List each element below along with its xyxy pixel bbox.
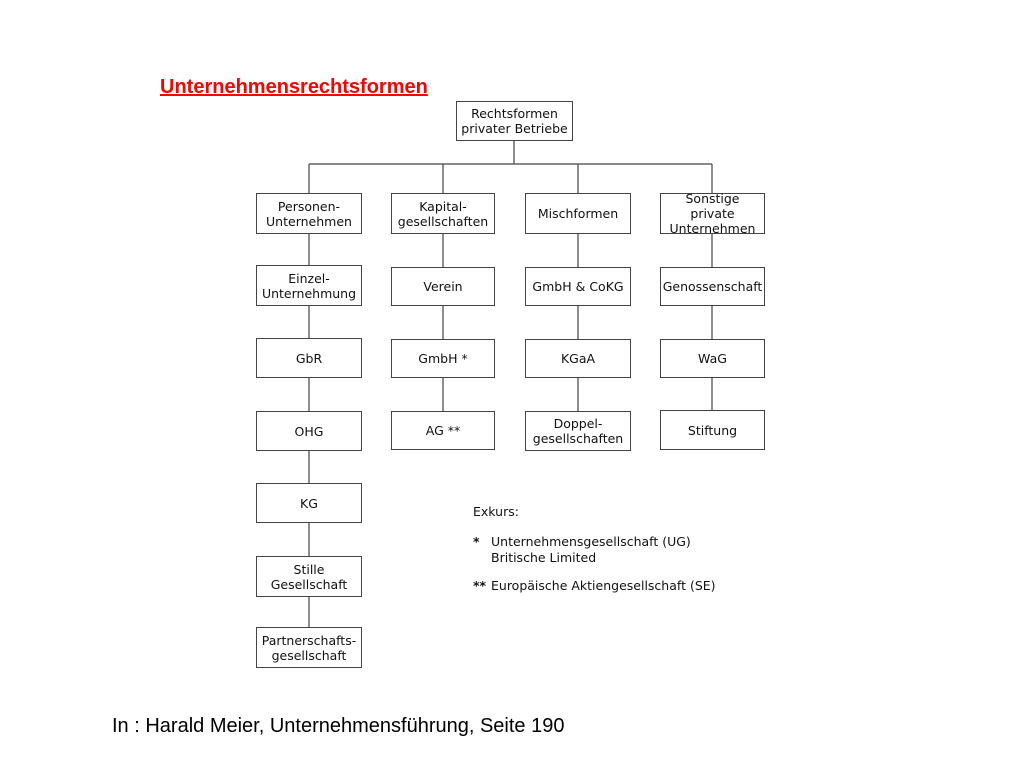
footnote-item: * Unternehmensgesellschaft (UG) Britisch… bbox=[473, 534, 716, 566]
legal-form-label: Verein bbox=[423, 279, 463, 294]
category-label: Sonstige private Unternehmen bbox=[669, 191, 756, 236]
root-node: Rechtsformen privater Betriebe bbox=[456, 101, 573, 141]
footnote-item: ** Europäische Aktiengesellschaft (SE) bbox=[473, 578, 716, 594]
legal-form-label: GmbH & CoKG bbox=[532, 279, 624, 294]
legal-form-node: WaG bbox=[660, 339, 765, 378]
category-label: Mischformen bbox=[537, 206, 619, 221]
page-title: Unternehmensrechtsformen bbox=[160, 76, 428, 98]
legal-form-label: Stiftung bbox=[687, 422, 738, 438]
source-citation: In : Harald Meier, Unternehmensführung, … bbox=[112, 715, 565, 737]
category-label: Personen- Unternehmen bbox=[266, 198, 352, 229]
exkurs-notes: Exkurs: * Unternehmensgesellschaft (UG) … bbox=[473, 504, 716, 594]
category-node-mischformen: Mischformen bbox=[525, 193, 631, 234]
legal-form-label: Partnerschafts- gesellschaft bbox=[261, 632, 357, 663]
legal-form-label: Einzel- Unternehmung bbox=[261, 270, 357, 301]
root-node-label: Rechtsformen privater Betriebe bbox=[461, 106, 568, 136]
legal-form-label: AG ** bbox=[425, 423, 461, 438]
legal-form-node: KGaA bbox=[525, 339, 631, 378]
category-node-personenunternehmen: Personen- Unternehmen bbox=[256, 193, 362, 234]
legal-form-node: GmbH & CoKG bbox=[525, 267, 631, 306]
legal-form-node: KG bbox=[256, 483, 362, 523]
footnote-mark: ** bbox=[473, 578, 487, 593]
legal-form-node: OHG bbox=[256, 411, 362, 451]
legal-form-label: OHG bbox=[294, 423, 324, 439]
legal-form-node: AG ** bbox=[391, 411, 495, 450]
footnote-text: Europäische Aktiengesellschaft (SE) bbox=[491, 578, 716, 593]
legal-form-node: Doppel- gesellschaften bbox=[525, 411, 631, 451]
exkurs-heading: Exkurs: bbox=[473, 504, 519, 519]
legal-form-node: Stille Gesellschaft bbox=[256, 556, 362, 597]
footnote-mark: * bbox=[473, 534, 480, 549]
legal-form-node: Genossenschaft bbox=[660, 267, 765, 306]
legal-form-label: GbR bbox=[295, 350, 323, 366]
legal-form-node: Einzel- Unternehmung bbox=[256, 265, 362, 306]
category-node-kapitalgesellschaften: Kapital- gesellschaften bbox=[391, 193, 495, 234]
legal-form-node: Partnerschafts- gesellschaft bbox=[256, 627, 362, 668]
legal-form-label: Genossenschaft bbox=[662, 279, 763, 294]
footnote-text: Unternehmensgesellschaft (UG) Britische … bbox=[491, 534, 691, 565]
legal-form-node: GmbH * bbox=[391, 339, 495, 378]
legal-form-node: Verein bbox=[391, 267, 495, 306]
category-node-sonstige: Sonstige private Unternehmen bbox=[660, 191, 765, 236]
legal-form-node: GbR bbox=[256, 338, 362, 378]
legal-form-label: GmbH * bbox=[418, 351, 468, 366]
legal-form-label: WaG bbox=[698, 351, 727, 366]
legal-form-label: Doppel- gesellschaften bbox=[532, 416, 624, 446]
legal-form-label: Stille Gesellschaft bbox=[270, 561, 348, 592]
legal-form-label: KGaA bbox=[560, 351, 596, 366]
legal-form-node: Stiftung bbox=[660, 410, 765, 450]
legal-form-label: KG bbox=[300, 495, 318, 511]
category-label: Kapital- gesellschaften bbox=[397, 198, 489, 229]
